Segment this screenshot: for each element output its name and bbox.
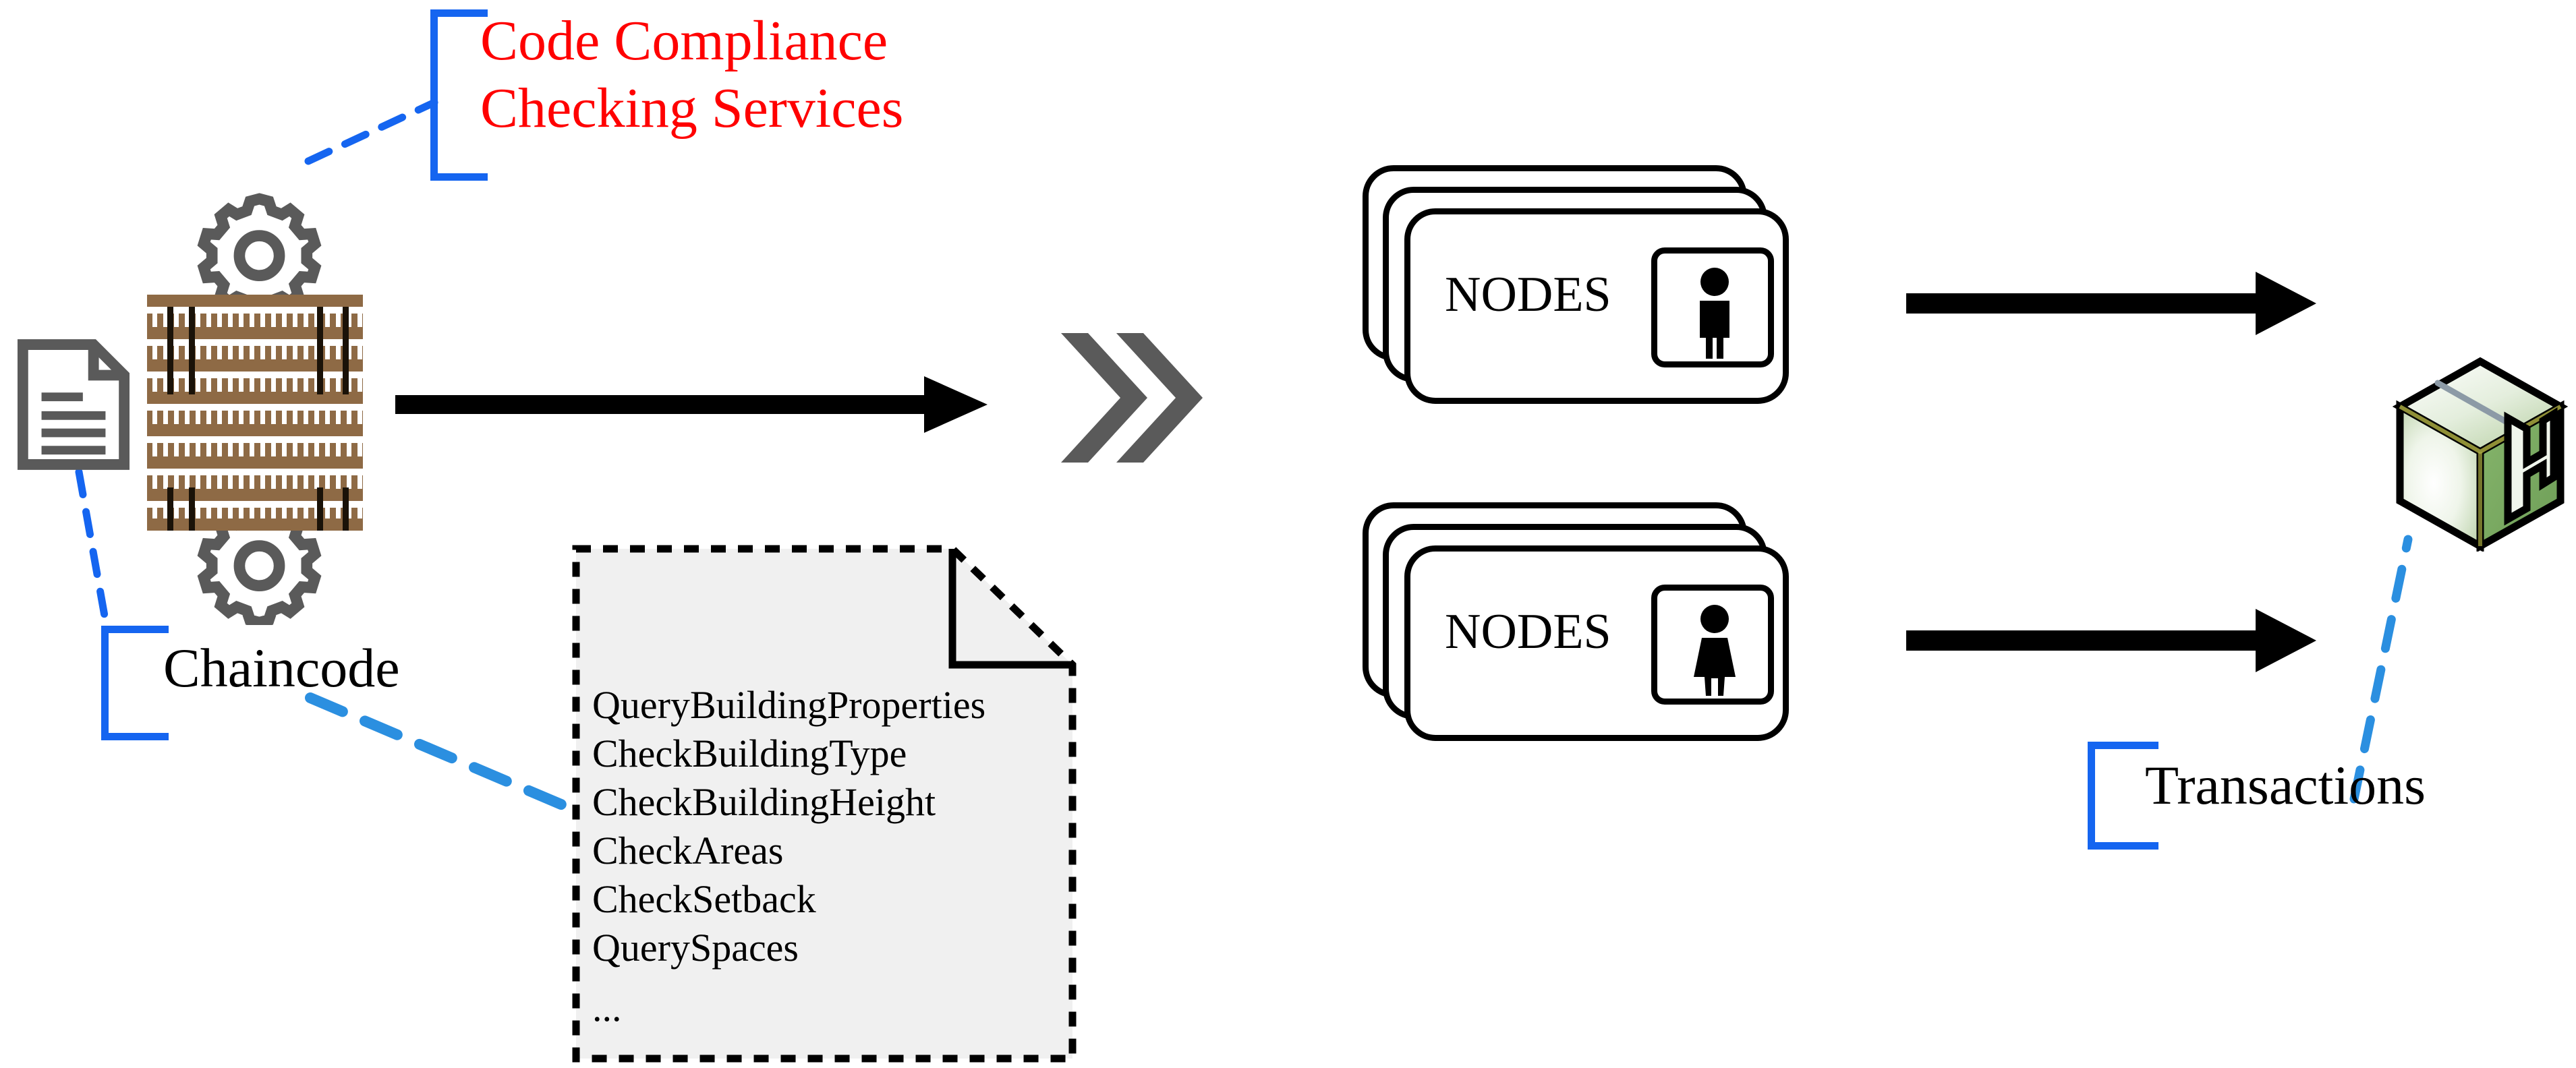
person-frame [1651, 585, 1774, 705]
function-item: QueryBuildingProperties [592, 683, 986, 727]
connector-chaincode-to-functions [305, 692, 585, 818]
nodes-label: NODES [1445, 267, 1611, 322]
female-figure-icon [1694, 605, 1736, 696]
nodes-label: NODES [1445, 604, 1611, 659]
connector-gear-to-service-label [304, 98, 438, 165]
blockchain-lattice-icon [147, 295, 363, 531]
gear-icon [197, 503, 322, 625]
function-list: QueryBuildingProperties CheckBuildingTyp… [592, 681, 985, 1032]
arrow-right-icon [1906, 609, 2316, 672]
arrow-right-icon [1906, 272, 2316, 335]
male-figure-icon [1700, 268, 1729, 359]
double-chevron-right-icon [1061, 333, 1203, 463]
connector-document-to-chaincode [75, 468, 111, 631]
arrow-right-icon [395, 376, 988, 433]
hyperledger-cube-icon [2392, 357, 2569, 552]
function-item: CheckBuildingHeight [592, 779, 936, 824]
chaincode-label: Chaincode [163, 637, 400, 699]
chaincode-label-bracket [101, 626, 169, 740]
document-icon [17, 339, 130, 470]
function-item: CheckSetback [592, 877, 816, 921]
nodes-stack-1: NODES [1363, 165, 1808, 408]
function-item-ellipsis: ... [592, 986, 622, 1030]
function-item: CheckBuildingType [592, 731, 907, 775]
service-title-line2: Checking Services [480, 77, 904, 140]
function-item: CheckAreas [592, 828, 784, 872]
transactions-label: Transactions [2145, 754, 2426, 816]
function-item: QuerySpaces [592, 925, 799, 970]
transactions-label-bracket [2088, 742, 2158, 850]
service-label-bracket [430, 9, 488, 181]
nodes-stack-2: NODES [1363, 502, 1808, 745]
function-list-document [572, 545, 1077, 1063]
service-title-line1: Code Compliance [480, 9, 888, 72]
person-frame [1651, 247, 1774, 367]
